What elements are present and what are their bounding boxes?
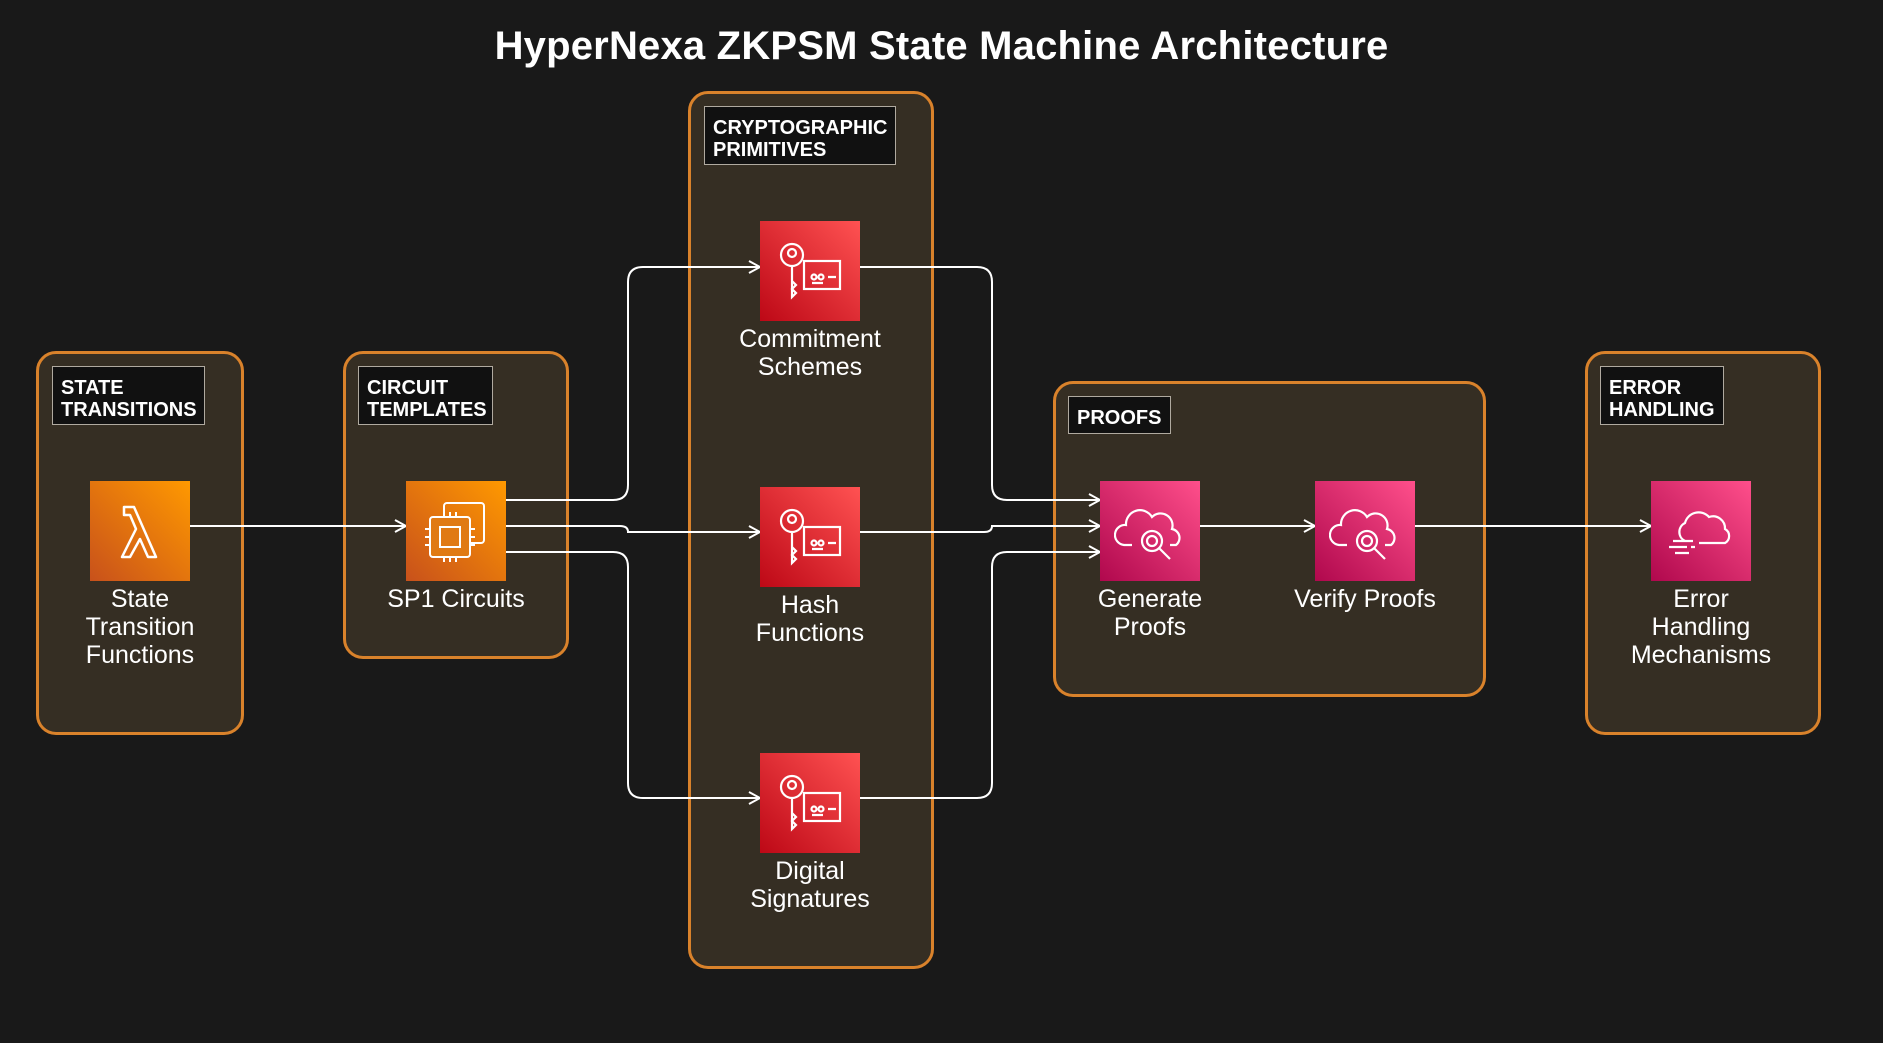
verify-proofs-node[interactable] bbox=[1315, 481, 1415, 581]
sp1-circuits-label: SP1 Circuits bbox=[387, 585, 525, 613]
lambda-icon bbox=[120, 505, 158, 559]
sp1-circuits-node[interactable] bbox=[406, 481, 506, 581]
edge-sp1-to-hash bbox=[506, 525, 760, 532]
edge-sp1-to-signatures bbox=[506, 551, 760, 798]
verify-proofs-label: Verify Proofs bbox=[1294, 585, 1436, 613]
generate-proofs-label: Generate Proofs bbox=[1097, 585, 1203, 641]
group-label-state-transitions: STATE TRANSITIONS bbox=[52, 366, 205, 425]
edge-commitment-to-generate bbox=[860, 266, 1100, 500]
hash-functions-label: Hash Functions bbox=[755, 591, 865, 647]
commitment-schemes-label: Commitment Schemes bbox=[739, 325, 881, 381]
edge-sp1-to-commitment bbox=[506, 267, 760, 501]
cloud-search-icon bbox=[1329, 509, 1396, 560]
state-transition-functions-label: State Transition Functions bbox=[85, 585, 195, 669]
error-handling-mechanisms-label: Error Handling Mechanisms bbox=[1630, 585, 1772, 669]
edge-hash-to-generate bbox=[860, 526, 1100, 533]
key-certificate-icon bbox=[779, 508, 842, 566]
group-label-circuit-templates: CIRCUIT TEMPLATES bbox=[358, 366, 493, 425]
diagram-title: HyperNexa ZKPSM State Machine Architectu… bbox=[494, 24, 1389, 68]
cloud-wind-icon bbox=[1669, 511, 1731, 555]
group-label-proofs: PROOFS bbox=[1068, 396, 1171, 434]
hash-functions-node[interactable] bbox=[760, 487, 860, 587]
group-label-error-handling: ERROR HANDLING bbox=[1600, 366, 1724, 425]
digital-signatures-label: Digital Signatures bbox=[750, 857, 870, 913]
error-handling-mechanisms-node[interactable] bbox=[1651, 481, 1751, 581]
generate-proofs-node[interactable] bbox=[1100, 481, 1200, 581]
group-label-cryptographic-primitives: CRYPTOGRAPHIC PRIMITIVES bbox=[704, 106, 896, 165]
chip-icon bbox=[425, 502, 485, 562]
key-certificate-icon bbox=[779, 774, 842, 832]
state-transition-functions-node[interactable] bbox=[90, 481, 190, 581]
edge-signatures-to-generate bbox=[860, 552, 1100, 799]
cloud-search-icon bbox=[1114, 509, 1181, 560]
commitment-schemes-node[interactable] bbox=[760, 221, 860, 321]
digital-signatures-node[interactable] bbox=[760, 753, 860, 853]
key-certificate-icon bbox=[779, 242, 842, 300]
